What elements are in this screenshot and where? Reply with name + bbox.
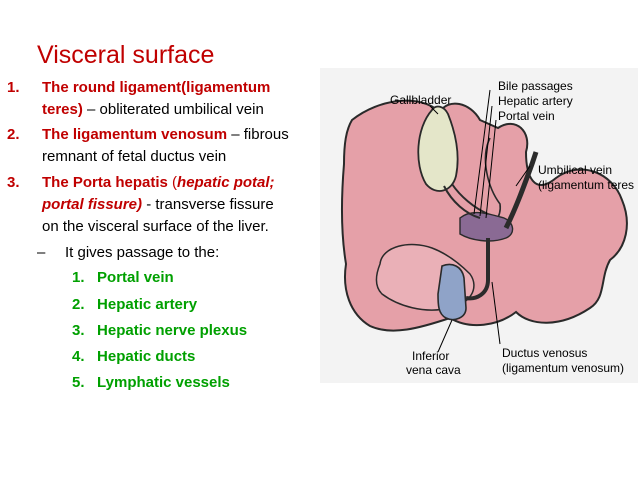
item-3-italic-2: portal fissure) <box>42 196 143 213</box>
sub-dash: – <box>37 244 46 261</box>
item-3-paren: ( <box>167 174 178 191</box>
ligamentum-venosum <box>465 238 490 301</box>
passage-item-5: 5. Lymphatic vessels <box>72 374 230 391</box>
list-item-3: The Porta hepatis (hepatic potal; portal… <box>42 172 275 238</box>
list-item-1: The round ligament(ligamentum teres) – o… <box>42 77 270 121</box>
passage-num: 5. <box>72 374 85 391</box>
label-ligamentum-teres: (ligamentum teres <box>538 178 634 192</box>
item-3-line3: on the visceral surface of the liver. <box>42 218 269 235</box>
sub-bullet: – It gives passage to the: <box>37 244 219 261</box>
item-3-desc: - transverse fissure <box>142 196 274 213</box>
leader-ductus <box>491 281 501 345</box>
passage-label: Hepatic artery <box>97 296 198 313</box>
item-3-term: The Porta hepatis <box>42 174 168 191</box>
label-umbilical-vein: Umbilical vein <box>538 163 612 177</box>
passage-num: 1. <box>72 269 85 286</box>
item-1-line1: The round ligament(ligamentum <box>42 79 271 96</box>
label-gallbladder: Gallbladder <box>390 93 451 107</box>
item-2-desc: – fibrous <box>227 126 289 143</box>
label-vena-cava: vena cava <box>406 363 461 377</box>
porta-hepatis <box>459 211 514 242</box>
passage-num: 2. <box>72 296 85 313</box>
passage-item-3: 3. Hepatic nerve plexus <box>72 322 247 339</box>
inferior-vena-cava <box>437 263 467 321</box>
label-portal-vein: Portal vein <box>498 109 555 123</box>
passage-label: Portal vein <box>97 269 174 286</box>
leader-umbilical <box>515 165 531 187</box>
list-number-1: 1. <box>7 79 20 96</box>
list-number-3: 3. <box>7 174 20 191</box>
label-ligamentum-venosum: (ligamentum venosum) <box>502 361 624 375</box>
passage-label: Lymphatic vessels <box>97 374 230 391</box>
passage-item-1: 1. Portal vein <box>72 269 174 286</box>
page-title: Visceral surface <box>37 41 215 69</box>
passage-num: 4. <box>72 348 85 365</box>
item-3-italic-1: hepatic potal; <box>177 174 275 191</box>
sub-text: It gives passage to the: <box>65 244 220 261</box>
bile-passage-lines <box>443 183 489 219</box>
item-2-term: The ligamentum venosum <box>42 126 228 143</box>
liver-visceral-surface-diagram: Gallbladder Bile passages Hepatic artery… <box>320 68 638 383</box>
item-1-desc: – obliterated umbilical vein <box>82 101 264 118</box>
passage-item-4: 4. Hepatic ducts <box>72 348 195 365</box>
gallbladder <box>417 105 459 192</box>
leader-gallbladder <box>429 105 439 115</box>
leader-artery <box>479 105 493 217</box>
item-2-line2: remnant of fetal ductus vein <box>42 148 227 165</box>
label-hepatic-artery: Hepatic artery <box>498 94 573 108</box>
leader-portal <box>485 119 497 219</box>
passage-num: 3. <box>72 322 85 339</box>
list-number-2: 2. <box>7 126 20 143</box>
label-ductus-venosus: Ductus venosus <box>502 346 587 360</box>
passage-label: Hepatic ducts <box>97 348 196 365</box>
ligamentum-teres <box>503 151 539 230</box>
leader-ivc <box>437 319 453 353</box>
label-inferior: Inferior <box>412 349 449 363</box>
label-bile-passages: Bile passages <box>498 79 573 93</box>
passage-item-2: 2. Hepatic artery <box>72 296 197 313</box>
item-1-term: teres) <box>42 101 83 118</box>
list-item-2: The ligamentum venosum – fibrous remnant… <box>42 124 289 168</box>
leader-bile <box>473 89 491 215</box>
passage-label: Hepatic nerve plexus <box>97 322 248 339</box>
